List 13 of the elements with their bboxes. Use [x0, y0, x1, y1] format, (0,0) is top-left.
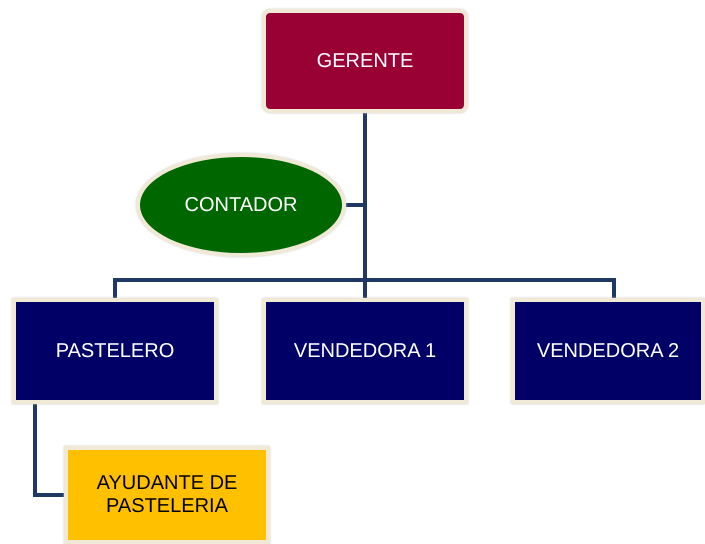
assistant-box	[64, 446, 270, 544]
manager-box	[262, 9, 468, 113]
role-label: PASTELERO	[54, 340, 176, 362]
connector-line	[363, 113, 616, 298]
connector-line	[33, 404, 64, 497]
role-label: AYUDANTE DE PASTELERIA	[96, 472, 238, 518]
role-box	[12, 298, 218, 404]
role-box	[262, 298, 468, 404]
role-label: VENDEDORA 2	[536, 340, 680, 362]
role-box	[511, 298, 705, 404]
role-label: GERENTE	[316, 50, 414, 72]
role-label: CONTADOR	[184, 194, 298, 216]
role-label: VENDEDORA 1	[292, 340, 438, 362]
